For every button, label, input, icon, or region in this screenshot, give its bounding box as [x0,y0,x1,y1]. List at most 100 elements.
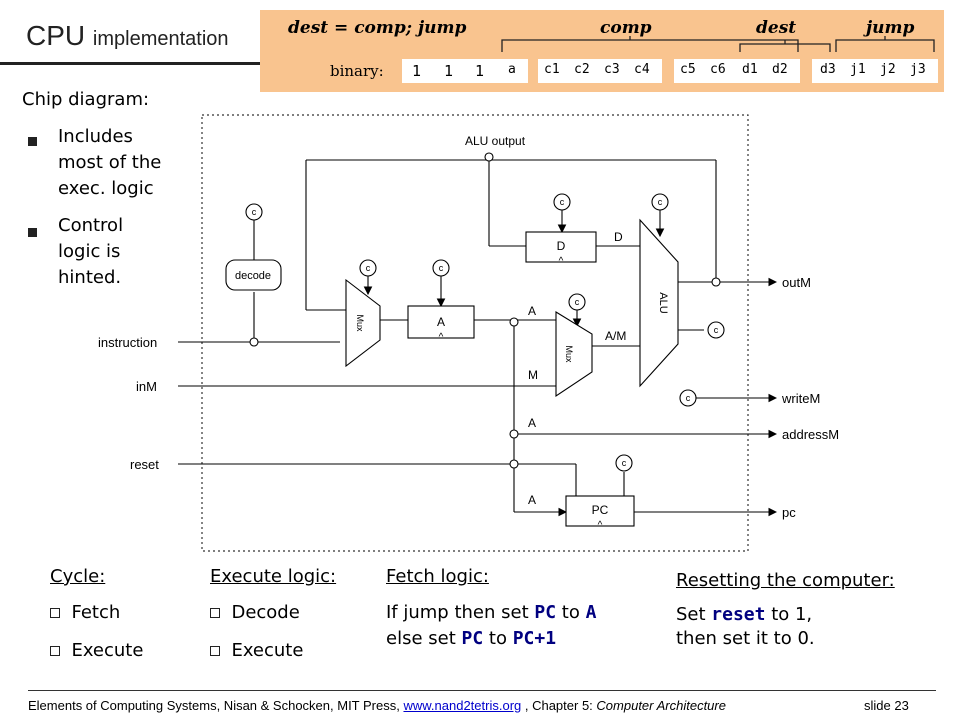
alu-label: ALU [657,292,669,313]
clock-label: c [252,207,257,217]
fetch-logic-line-2: else set PC to PC+1 [386,628,557,649]
bits-last-box: d3 j1 j2 j3 [812,59,938,83]
wire-label-am: A/M [605,329,626,343]
checkbox-bullet-icon [50,608,60,618]
bit: 1 [444,62,454,80]
pc-register-label: PC [592,503,609,517]
chip-bullet-1: Includes most of the exec. logic [58,126,162,199]
decode-label: decode [235,270,271,282]
wire-label-d: D [614,230,623,244]
d-register-label: D [557,239,566,253]
clock-label: c [575,297,580,307]
bit: 1 [412,62,422,80]
decode-block [225,259,282,291]
input-instruction: instruction [98,335,157,350]
junction-dot [249,337,259,347]
clock-label: c [622,458,627,468]
mux-label: Mux [355,314,365,332]
output-addressM: addressM [782,427,839,442]
cycle-item: Fetch [50,602,120,623]
reset-line-1: Set reset to 1, [676,604,813,625]
wire-label-m: M [528,368,538,382]
chip-boundary [201,114,749,552]
bit: a [508,62,516,77]
bullet-square-icon [28,222,37,241]
bit: d2 [772,62,788,77]
input-inM: inM [136,379,157,394]
output-pc: pc [782,505,796,520]
a-register [407,305,475,339]
clock-label: c [366,263,371,273]
jump-label: jump [866,18,915,38]
svg-text:^: ^ [598,520,603,531]
junction-dot [509,317,519,327]
checkbox-bullet-icon [50,646,60,656]
chip-bullet-2: Control logic is hinted. [58,215,124,288]
instruction-formula: dest = comp; jump [288,18,467,38]
d-register [525,231,597,263]
bit: j2 [880,62,896,77]
binary-label: binary: [330,62,384,80]
bit: d1 [742,62,758,77]
field-brackets [501,36,935,52]
reset-heading: Resetting the computer: [676,570,895,591]
mux-a [345,278,381,368]
a-register-label: A [437,315,445,329]
title-divider [0,62,262,65]
checkbox-bullet-icon [210,646,220,656]
bit: j3 [910,62,926,77]
bit: j1 [850,62,866,77]
junction-dot [484,152,494,162]
cycle-item: Execute [50,640,143,661]
junction-dot [711,277,721,287]
bit: d3 [820,62,836,77]
bit: c1 [544,62,560,77]
output-outM: outM [782,275,811,290]
mux-am [555,311,593,398]
slide-number: slide 23 [864,698,909,713]
mux-label: Mux [564,345,574,363]
pc-register [565,495,635,527]
bit: 1 [475,62,485,80]
nand2tetris-link[interactable]: www.nand2tetris.org [403,698,522,713]
input-reset: reset [130,457,159,472]
alu-output-label: ALU output [465,134,526,148]
execute-item: Execute [210,640,303,661]
cycle-heading: Cycle: [50,566,106,587]
chip-diagram-heading: Chip diagram: [22,89,150,110]
bit: c3 [604,62,620,77]
wire-label-a: A [528,416,536,430]
bits-comp-box: c1 c2 c3 c4 [538,59,662,83]
footer-citation: Elements of Computing Systems, Nisan & S… [28,698,726,713]
clock-label: c [560,197,565,207]
bits-prefix-box: 1 1 1 a [402,59,528,83]
output-writeM: writeM [781,391,820,406]
bullet-square-icon [28,131,37,150]
bits-comp2-box: c5 c6 d1 d2 [674,59,800,83]
bit: c2 [574,62,590,77]
bit: c5 [680,62,696,77]
slide-title: CPU implementation [26,20,229,51]
footer-divider [28,690,936,691]
junction-dot [509,459,519,469]
bit: c4 [634,62,650,77]
clock-label: c [658,197,663,207]
fetch-logic-heading: Fetch logic: [386,566,489,587]
bit: c6 [710,62,726,77]
junction-dot [509,429,519,439]
clock-label: c [714,325,719,335]
svg-text:^: ^ [559,256,564,267]
cpu-chip-diagram: c c c c c c c c c decode Mux A ^ D ^ Mux… [98,114,839,552]
execute-item: Decode [210,602,300,623]
wire-label-a: A [528,493,536,507]
wire-label-a: A [528,304,536,318]
clock-label: c [686,393,691,403]
svg-text:^: ^ [439,332,444,343]
checkbox-bullet-icon [210,608,220,618]
dest-label: dest [756,18,797,38]
alu [639,218,679,388]
execute-logic-heading: Execute logic: [210,566,337,587]
comp-label: comp [600,18,652,38]
fetch-logic-line-1: If jump then set PC to A [386,602,597,623]
reset-line-2: then set it to 0. [676,628,815,649]
